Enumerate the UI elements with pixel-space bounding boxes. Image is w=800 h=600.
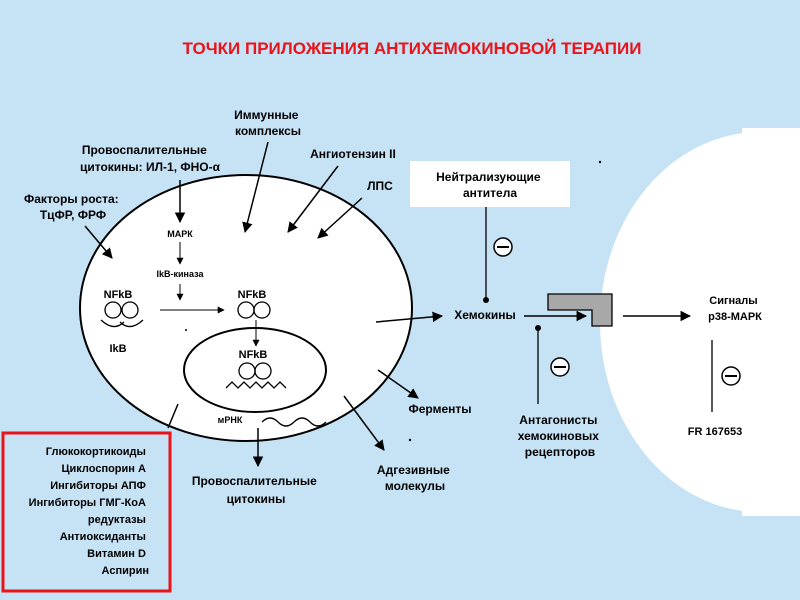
label-ikb: IkB bbox=[109, 343, 126, 355]
chemokine-receptor bbox=[547, 293, 613, 327]
page-title: ТОЧКИ ПРИЛОЖЕНИЯ АНТИХЕМОКИНОВОЙ ТЕРАПИИ bbox=[183, 39, 642, 58]
inhibitor-item: Ингибиторы АПФ bbox=[50, 480, 146, 492]
neutralizing-box bbox=[410, 161, 570, 207]
inhibitor-item: Ингибиторы ГМГ-КоА bbox=[29, 497, 146, 509]
label-growth-factors: Факторы роста: ТцФР, ФРФ bbox=[24, 192, 122, 222]
nfkb-free bbox=[237, 301, 271, 319]
label-mrna: мРНК bbox=[218, 415, 243, 425]
neutralizing-dot bbox=[483, 297, 489, 303]
label-immune-complexes: Иммунные комплексы bbox=[234, 108, 302, 138]
arrow-immune-complexes bbox=[242, 141, 269, 234]
antagonists-dot bbox=[535, 325, 541, 331]
label-chemokines: Хемокины bbox=[454, 308, 515, 322]
label-nfkb-nucleus: NFkB bbox=[239, 349, 268, 361]
label-fr: FR 167653 bbox=[688, 426, 742, 438]
label-nfkb-right: NFkB bbox=[238, 289, 267, 301]
label-signals: Сигналы р38-МАРК bbox=[708, 295, 762, 323]
label-nfkb-left: NFkB bbox=[104, 289, 133, 301]
label-enzymes: Ферменты bbox=[408, 402, 471, 416]
inhibit-icon bbox=[721, 366, 741, 386]
inhibitors-list: Глюкокортикоиды Циклоспорин А Ингибиторы… bbox=[29, 446, 149, 577]
inhibitor-item: Аспирин bbox=[102, 565, 149, 577]
arrow-adhesive bbox=[343, 395, 385, 451]
label-mapk: МАРК bbox=[167, 229, 193, 239]
label-neutralizing: Нейтрализующие антитела bbox=[436, 170, 544, 200]
inhibitor-item: Глюкокортикоиды bbox=[46, 446, 146, 458]
inhibitor-item: редуктазы bbox=[88, 514, 146, 526]
arrow-enzymes bbox=[377, 369, 419, 399]
inhibitor-item: Антиоксиданты bbox=[60, 531, 146, 543]
mrna-wave bbox=[261, 417, 327, 427]
fr-box bbox=[658, 415, 780, 449]
arrow-chemokines-out bbox=[375, 311, 444, 323]
inhibitor-item: Витамин D bbox=[87, 548, 146, 560]
main-cell bbox=[79, 174, 413, 442]
label-angiotensin: Ангиотензин II bbox=[310, 147, 396, 161]
label-adhesive: Адгезивные молекулы bbox=[377, 463, 453, 493]
label-antagonists: Антагонисты хемокиновых рецепторов bbox=[518, 413, 603, 459]
nfkb-nuclear bbox=[225, 362, 287, 389]
inhibit-icon bbox=[493, 237, 513, 257]
line-inhibitors bbox=[167, 403, 179, 429]
arrow-growth-factors bbox=[84, 225, 113, 259]
dot-mark bbox=[185, 329, 187, 331]
arrow-angiotensin bbox=[287, 165, 339, 233]
label-proinflammatory-top: Провоспалительные цитокины: ИЛ-1, ФНО-α bbox=[80, 143, 221, 174]
nfkb-ikb-complex bbox=[100, 301, 144, 328]
inhibitors-box bbox=[1, 431, 172, 593]
inhibitor-item: Циклоспорин А bbox=[61, 463, 146, 475]
dot-mark bbox=[598, 160, 602, 164]
inhibit-icon bbox=[550, 357, 570, 377]
label-proinflammatory-bottom: Провоспалительные цитокины bbox=[192, 474, 320, 506]
arrow-lps bbox=[317, 197, 363, 239]
signals-box bbox=[694, 288, 788, 340]
label-lps: ЛПС bbox=[367, 179, 393, 193]
dot-mark bbox=[408, 438, 412, 442]
label-ikb-kinase: IkB-киназа bbox=[157, 269, 205, 279]
